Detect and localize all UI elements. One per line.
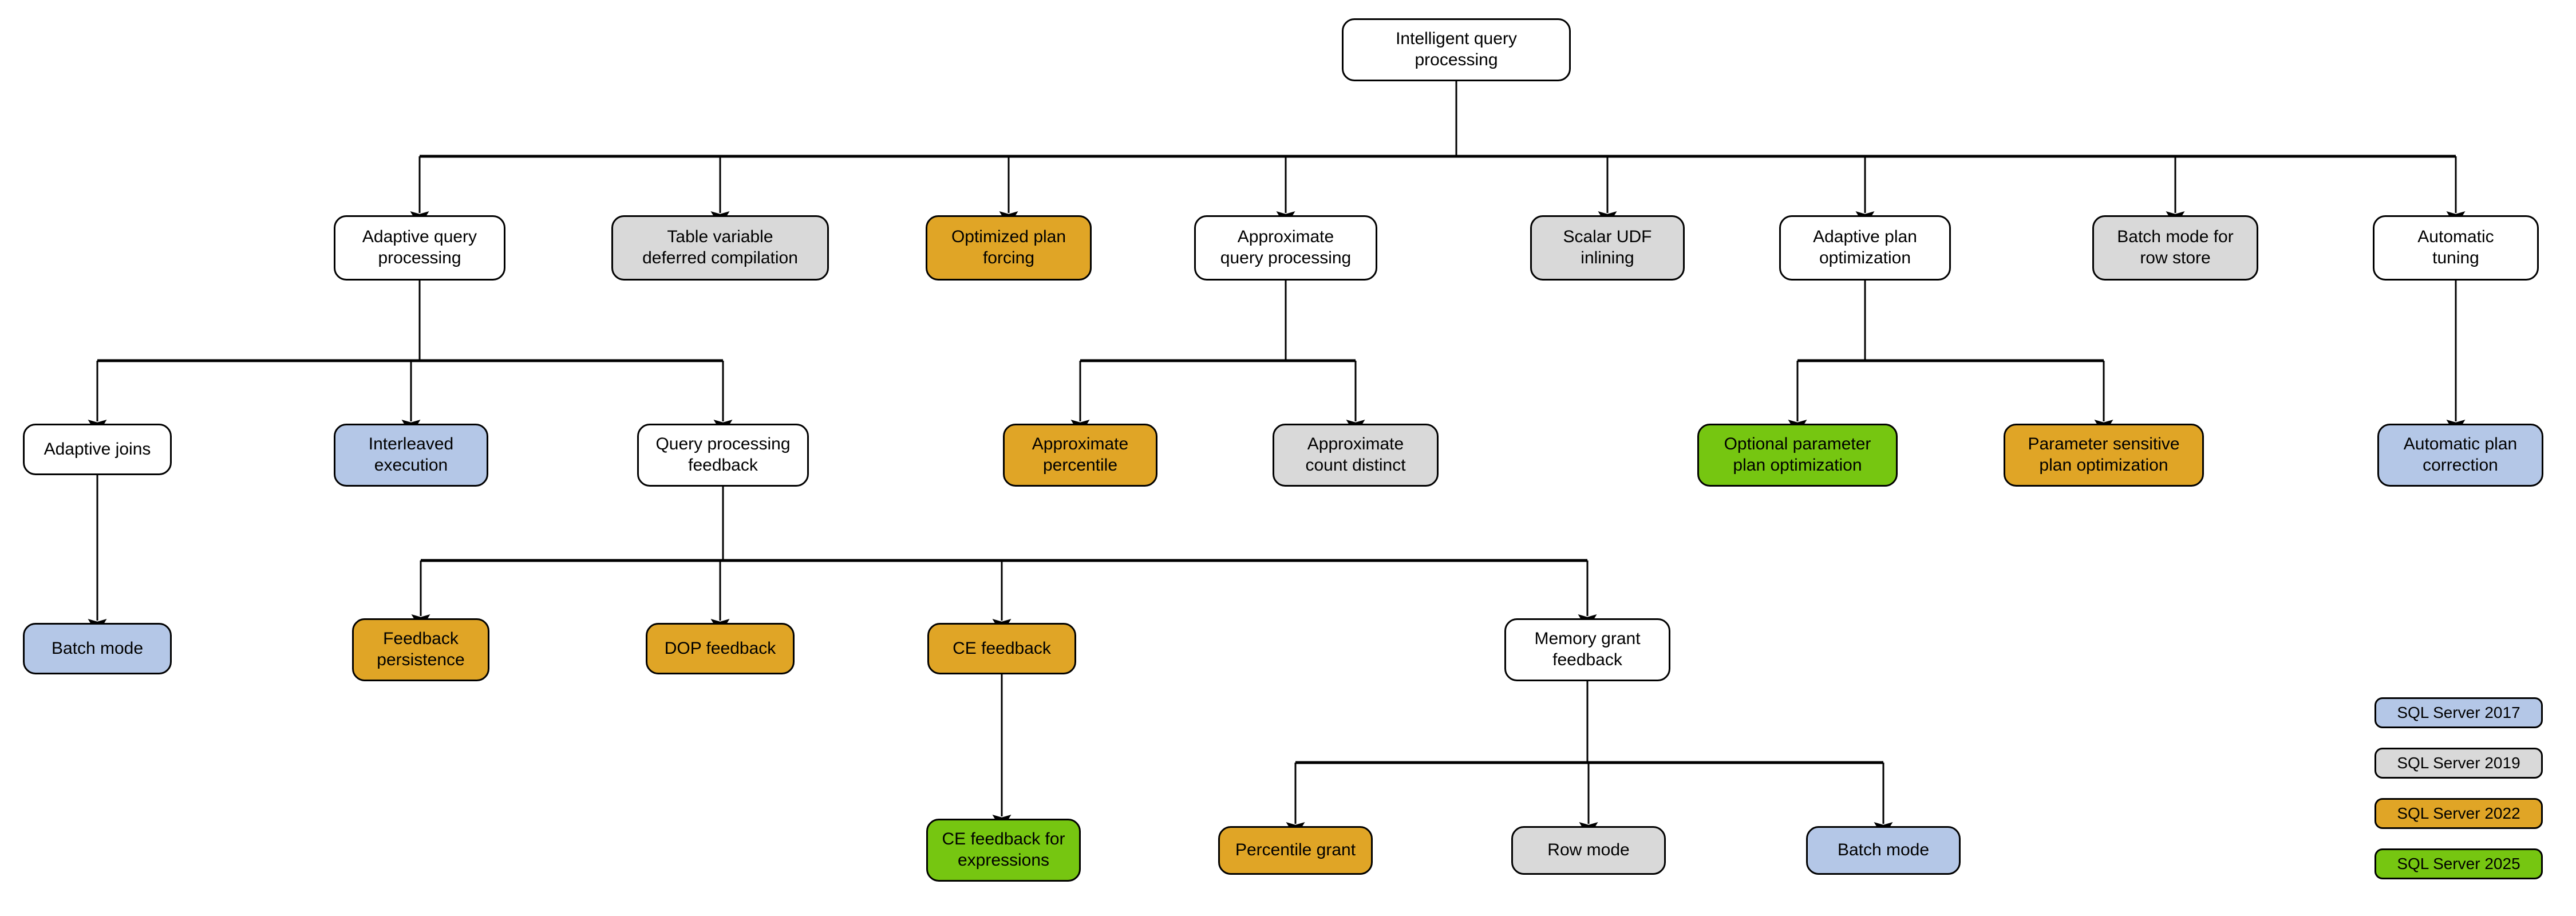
legend-item-label: SQL Server 2022 [2397,804,2520,822]
node-label: Memory grant feedback [1534,629,1641,669]
node-aqp[interactable]: Adaptive query processing [334,215,505,281]
node-pctgrant[interactable]: Percentile grant [1218,826,1373,875]
node-batchmode1[interactable]: Batch mode [23,623,172,674]
node-udf[interactable]: Scalar UDF inlining [1530,215,1685,281]
node-label: Approximate percentile [1032,435,1129,475]
node-label: Scalar UDF inlining [1563,227,1652,267]
node-label: Feedback persistence [377,629,465,669]
node-rowmode[interactable]: Row mode [1511,826,1666,875]
node-label: Adaptive query processing [362,227,477,267]
node-batchmode2[interactable]: Batch mode [1806,826,1961,875]
node-cefb[interactable]: CE feedback [927,623,1076,674]
node-label: CE feedback [953,638,1051,658]
node-iqp[interactable]: Intelligent query processing [1342,18,1571,81]
node-label: Batch mode [1837,840,1930,860]
node-cefbexpr[interactable]: CE feedback for expressions [926,819,1081,882]
node-label: Interleaved execution [368,435,454,475]
node-adaptjoins[interactable]: Adaptive joins [23,424,172,475]
node-dopfb[interactable]: DOP feedback [646,623,795,674]
legend-item-label: SQL Server 2025 [2397,855,2520,872]
node-apc[interactable]: Automatic plan correction [2377,424,2543,487]
legend-item-label: SQL Server 2017 [2397,704,2520,721]
node-opf[interactable]: Optimized plan forcing [926,215,1092,281]
node-label: Batch mode [51,638,144,658]
node-oppo[interactable]: Optional parameter plan optimization [1697,424,1898,487]
legend-item-sql2019: SQL Server 2019 [2374,748,2543,779]
node-label: Batch mode for row store [2117,227,2234,267]
node-apct[interactable]: Approximate percentile [1003,424,1157,487]
legend-item-sql2022: SQL Server 2022 [2374,798,2543,829]
node-interleaved[interactable]: Interleaved execution [334,424,488,487]
node-label: Optional parameter plan optimization [1724,435,1871,475]
node-mgfb[interactable]: Memory grant feedback [1504,618,1670,681]
node-fbpersist[interactable]: Feedback persistence [352,618,489,681]
node-autotune[interactable]: Automatic tuning [2373,215,2539,281]
node-label: Adaptive plan optimization [1813,227,1917,267]
node-bmrs[interactable]: Batch mode for row store [2092,215,2258,281]
node-label: Optimized plan forcing [951,227,1066,267]
node-label: Parameter sensitive plan optimization [2028,435,2180,475]
node-label: Automatic tuning [2417,227,2494,267]
node-label: DOP feedback [664,638,776,658]
node-qpf[interactable]: Query processing feedback [637,424,809,487]
node-tvdc[interactable]: Table variable deferred compilation [611,215,829,281]
legend-item-label: SQL Server 2019 [2397,754,2520,772]
node-label: Approximate query processing [1220,227,1352,267]
node-label: Intelligent query processing [1396,29,1517,69]
node-label: Row mode [1547,840,1630,860]
legend-item-sql2017: SQL Server 2017 [2374,697,2543,728]
node-acd[interactable]: Approximate count distinct [1273,424,1439,487]
node-apo[interactable]: Adaptive plan optimization [1779,215,1951,281]
node-label: Table variable deferred compilation [642,227,798,267]
node-label: CE feedback for expressions [942,830,1065,870]
node-label: Approximate count distinct [1305,435,1406,475]
node-label: Percentile grant [1235,840,1356,860]
node-label: Query processing feedback [655,435,791,475]
node-label: Adaptive joins [44,439,151,459]
legend-item-sql2025: SQL Server 2025 [2374,848,2543,879]
node-psp[interactable]: Parameter sensitive plan optimization [2004,424,2204,487]
node-approxqp[interactable]: Approximate query processing [1194,215,1377,281]
node-label: Automatic plan correction [2403,435,2518,475]
